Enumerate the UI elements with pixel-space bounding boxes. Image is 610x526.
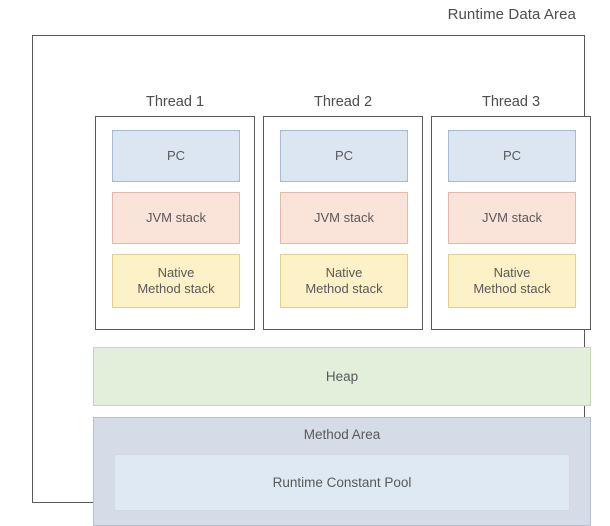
jvm-stack-label-3: JVM stack [482, 210, 542, 225]
runtime-constant-pool-label: Runtime Constant Pool [272, 475, 412, 490]
thread-row: Thread 1 PC JVM stack Native Method stac… [95, 94, 591, 330]
pc-box-3: PC [448, 130, 576, 182]
thread-box-3: PC JVM stack Native Method stack [431, 116, 591, 330]
pc-label-3: PC [502, 148, 522, 163]
jvm-stack-box-2: JVM stack [280, 192, 408, 244]
jvm-stack-label-1: JVM stack [146, 210, 206, 225]
heap-label: Heap [325, 369, 359, 384]
jvm-stack-box-3: JVM stack [448, 192, 576, 244]
thread-column-3: Thread 3 PC JVM stack Native Method stac… [431, 94, 591, 330]
diagram-title: Runtime Data Area [447, 6, 576, 23]
heap-box: Heap [93, 347, 591, 406]
pc-box-2: PC [280, 130, 408, 182]
thread-label-2: Thread 2 [313, 94, 373, 110]
thread-column-2: Thread 2 PC JVM stack Native Method stac… [263, 94, 423, 330]
diagram-canvas: Runtime Data Area Thread 1 PC JVM stack … [32, 6, 591, 526]
native-method-stack-box-2: Native Method stack [280, 254, 408, 308]
method-area-box: Method Area Runtime Constant Pool [93, 417, 591, 526]
pc-box-1: PC [112, 130, 240, 182]
thread-box-2: PC JVM stack Native Method stack [263, 116, 423, 330]
thread-column-1: Thread 1 PC JVM stack Native Method stac… [95, 94, 255, 330]
jvm-stack-box-1: JVM stack [112, 192, 240, 244]
native-method-stack-label-3: Native Method stack [473, 265, 551, 296]
native-method-stack-label-1: Native Method stack [137, 265, 215, 296]
native-method-stack-box-3: Native Method stack [448, 254, 576, 308]
thread-box-1: PC JVM stack Native Method stack [95, 116, 255, 330]
method-area-label: Method Area [303, 427, 381, 442]
runtime-data-area-frame: Thread 1 PC JVM stack Native Method stac… [32, 35, 591, 526]
pc-label-2: PC [334, 148, 354, 163]
thread-label-3: Thread 3 [481, 94, 541, 110]
runtime-constant-pool-box: Runtime Constant Pool [114, 454, 570, 511]
thread-label-1: Thread 1 [145, 94, 205, 110]
jvm-stack-label-2: JVM stack [314, 210, 374, 225]
native-method-stack-label-2: Native Method stack [305, 265, 383, 296]
pc-label-1: PC [166, 148, 186, 163]
native-method-stack-box-1: Native Method stack [112, 254, 240, 308]
